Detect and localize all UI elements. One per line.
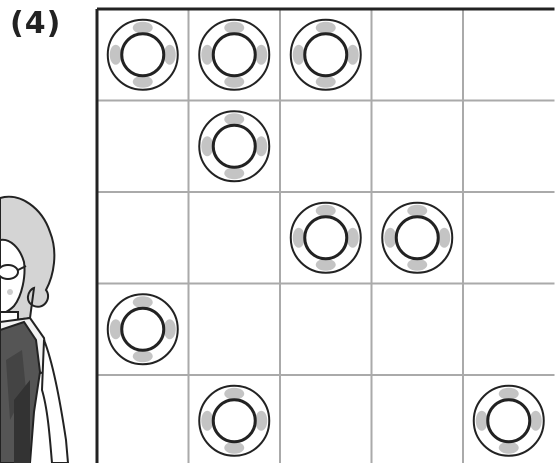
ring-token <box>291 203 361 273</box>
ring-token <box>199 111 269 181</box>
ring-token <box>474 386 544 456</box>
ring-token <box>199 386 269 456</box>
ring-token <box>108 20 178 90</box>
ring-token <box>108 294 178 364</box>
ring-token <box>291 20 361 90</box>
ring-token <box>382 203 452 273</box>
ring-token <box>199 20 269 90</box>
